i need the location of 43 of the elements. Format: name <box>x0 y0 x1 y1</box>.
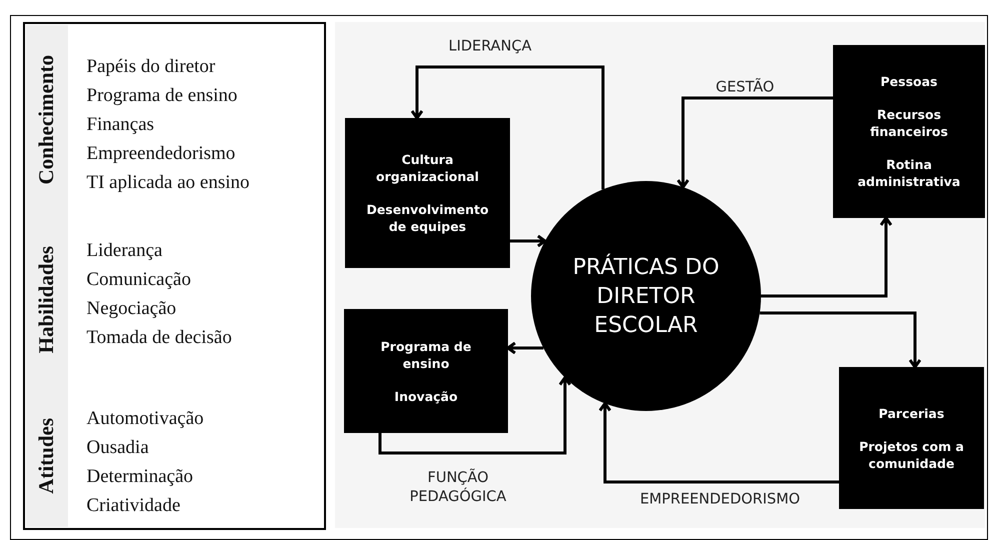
topic-box <box>345 118 510 268</box>
topic-text: Desenvolvimento de equipes <box>365 201 490 235</box>
edge-label: FUNÇÃO PEDAGÓGICA <box>408 469 508 507</box>
section-heading: Conhecimento <box>34 54 59 184</box>
arrow <box>510 234 546 248</box>
competency-item: Negociação <box>86 296 176 320</box>
competency-item: Determinação <box>86 464 194 488</box>
topic-text: Programa de ensino <box>380 338 472 372</box>
arrow <box>378 376 572 454</box>
competency-item: Automotivação <box>86 406 204 430</box>
circle-title: PRÁTICAS DO DIRETOR ESCOLAR <box>572 252 720 340</box>
arrow <box>598 402 839 484</box>
topic-box <box>839 367 984 509</box>
topic-text: Projetos com a comunidade <box>858 438 965 472</box>
competency-item: Empreendedorismo <box>86 142 236 166</box>
topic-box <box>344 309 508 433</box>
competency-item: Ousadia <box>86 436 149 460</box>
topic-text: Rotina administrativa <box>856 156 962 190</box>
topic-box <box>833 45 985 218</box>
arrow <box>676 96 833 189</box>
arrow <box>761 216 892 298</box>
edge-label: LIDERANÇA <box>448 38 532 56</box>
topic-text: Parcerias <box>878 404 944 422</box>
competency-item: Comunicação <box>86 268 191 292</box>
topic-text: Inovação <box>394 388 458 404</box>
competency-item: Programa de ensino <box>86 84 238 108</box>
competency-item: Tomada de decisão <box>86 326 232 350</box>
arrow <box>506 342 544 354</box>
edge-label: EMPREENDEDORISMO <box>640 490 800 510</box>
section-heading: Habilidades <box>34 246 59 354</box>
topic-text: Cultura organizacional <box>375 151 480 185</box>
arrow <box>760 312 922 368</box>
section-heading: Atitudes <box>34 418 59 494</box>
competency-item: TI aplicada ao ensino <box>86 170 250 194</box>
edge-label: GESTÃO <box>716 78 774 98</box>
topic-text: Recursos financeiros <box>869 106 949 140</box>
competency-item: Liderança <box>86 238 162 262</box>
competency-item: Criatividade <box>86 494 180 518</box>
competency-item: Papéis do diretor <box>86 54 216 78</box>
competency-item: Finanças <box>86 112 154 136</box>
topic-text: Pessoas <box>880 73 938 90</box>
arrow <box>410 66 604 190</box>
competency-panel <box>23 22 326 530</box>
